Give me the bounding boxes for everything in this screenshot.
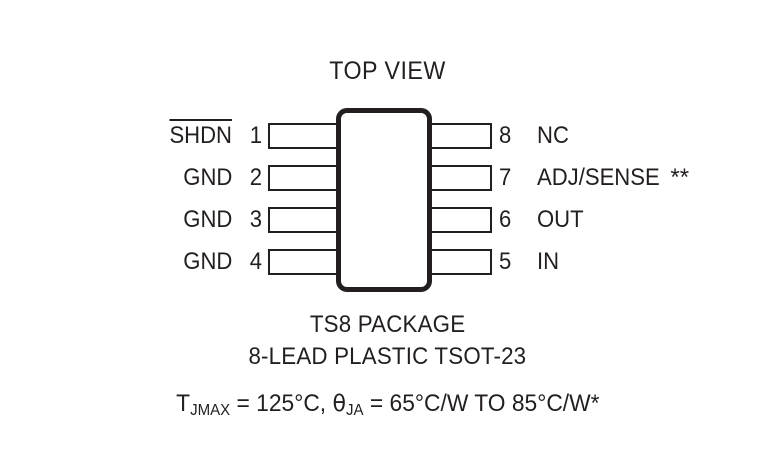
tjmax-subscript: JMAX [189,402,230,419]
lead-pin-6 [428,207,492,233]
pin-label-gnd-3: GND [182,206,232,233]
pin-label-shdn: SHDN [169,119,233,149]
pin-number-4: 4 [249,248,262,275]
pin-number-3: 3 [249,206,262,233]
theta-subscript: JA [345,402,364,419]
pin-number-2: 2 [249,164,262,191]
lead-pin-3 [268,207,340,233]
pin-number-7: 7 [499,164,512,191]
pin-number-8: 8 [499,122,512,149]
theta-value: = 65°C/W TO 85°C/W* [363,390,600,417]
lead-pin-1 [268,123,340,149]
thermal-spec-line: TJMAX = 125°C, θJA = 65°C/W TO 85°C/W* [0,390,775,418]
package-name-text: TS8 PACKAGE [309,311,466,338]
package-name-caption: TS8 PACKAGE [0,311,775,339]
pin-label-out: OUT [537,206,584,233]
pin-number-5: 5 [499,248,512,275]
pin-row-5: 5 IN [499,249,755,275]
lead-pin-8 [428,123,492,149]
pin-label-gnd-2: GND [182,164,232,191]
diagram-title: TOP VIEW [329,57,446,85]
pin-row-7: 7 ADJ/SENSE ** [499,165,755,191]
pin-row-1: SHDN 1 [20,119,262,149]
pin-label-in: IN [537,248,560,275]
theta-symbol: θ [332,390,346,417]
pin-number-1: 1 [249,122,262,149]
package-type-caption: 8-LEAD PLASTIC TSOT-23 [0,343,775,371]
lead-pin-2 [268,165,340,191]
pin-label-adj-sense-footnote: ** [670,164,690,191]
tjmax-symbol: T [175,390,190,417]
package-body-outline [336,108,432,292]
pin-row-2: GND 2 [20,165,262,191]
pin-row-6: 6 OUT [499,207,755,233]
pin-row-3: GND 3 [20,207,262,233]
tjmax-value: = 125°C, [229,390,333,417]
pin-label-adj-sense: ADJ/SENSE [537,164,660,191]
pin-label-gnd-4: GND [182,248,232,275]
pin-number-6: 6 [499,206,512,233]
lead-pin-4 [268,249,340,275]
lead-pin-5 [428,249,492,275]
pin-row-8: 8 NC [499,123,755,149]
lead-pin-7 [428,165,492,191]
pin-row-4: GND 4 [20,249,262,275]
pin-label-nc: NC [537,122,569,149]
package-type-text: 8-LEAD PLASTIC TSOT-23 [248,343,527,370]
